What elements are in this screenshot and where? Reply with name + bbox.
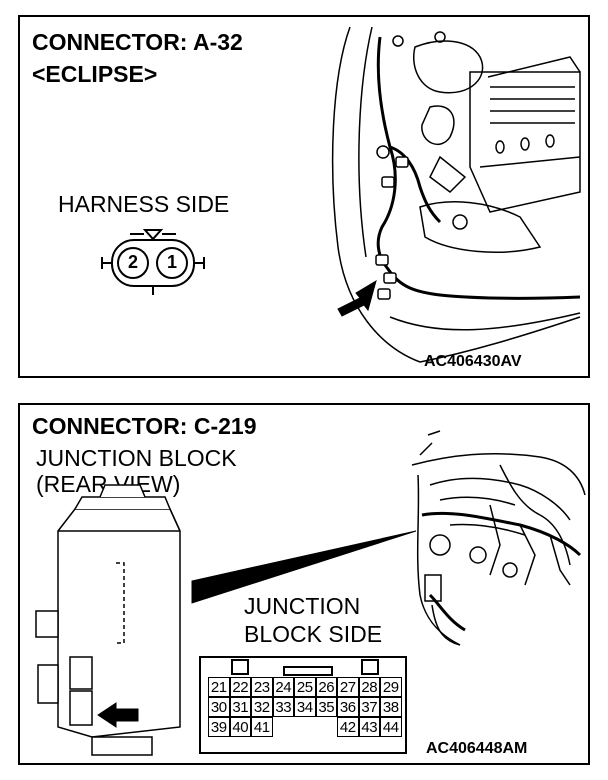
c219-pin-31: 31 [229,697,251,717]
c219-figure-code: AC406448AM [426,740,528,757]
a32-figure-code: AC406430AV [424,353,522,370]
connector-c219-panel: CONNECTOR: C-219 JUNCTION BLOCK (REAR VI… [18,403,590,765]
c219-pin-27: 27 [337,677,359,697]
junction-label: JUNCTION [244,593,361,619]
c219-pin-39: 39 [208,717,230,737]
c219-pin-44: 44 [380,717,402,737]
c219-pin-41: 41 [251,717,273,737]
c219-pin-40: 40 [229,717,251,737]
c219-pin-35: 35 [315,697,337,717]
c219-pin-empty [316,717,338,737]
c219-pin-empty [294,717,316,737]
junction-block-label: JUNCTION BLOCK [36,445,237,471]
c219-pin-28: 28 [358,677,380,697]
c219-pin-33: 33 [272,697,294,717]
a32-pin-2 [117,247,149,279]
c219-pin-29: 29 [380,677,402,697]
connector-a32-panel: CONNECTOR: A-32 <ECLIPSE> HARNESS SIDE 2… [18,15,590,378]
c219-pin-21: 21 [208,677,230,697]
c219-pin-23: 23 [251,677,273,697]
a32-pin-1 [156,247,188,279]
c219-pin-26: 26 [315,677,337,697]
c219-pin-34: 34 [294,697,316,717]
connector-a32-title: CONNECTOR: A-32 [32,29,243,55]
c219-pin-36: 36 [337,697,359,717]
c219-pin-42: 42 [337,717,359,737]
rear-view-label: (REAR VIEW) [36,471,181,497]
c219-pin-37: 37 [358,697,380,717]
junction-block-illustration [35,430,586,756]
c219-pin-22: 22 [229,677,251,697]
a32-pin-1-label: 1 [166,252,177,272]
a32-location-arrow [337,279,377,317]
c219-pin-43: 43 [358,717,380,737]
harness-side-label: HARNESS SIDE [58,191,230,217]
c219-pin-30: 30 [208,697,230,717]
a32-connector-diagram [101,229,205,295]
c219-pin-empty [273,717,295,737]
engine-bay-illustration [331,26,581,363]
c219-pin-38: 38 [380,697,402,717]
c219-location-pointer [191,530,417,604]
c219-pin-25: 25 [294,677,316,697]
c219-pin-32: 32 [251,697,273,717]
block-side-label: BLOCK SIDE [244,621,383,647]
c219-block-arrow [97,702,139,728]
c219-pin-24: 24 [272,677,294,697]
a32-pin-2-label: 2 [127,252,138,272]
connector-a32-subtitle: <ECLIPSE> [32,61,158,87]
connector-c219-title: CONNECTOR: C-219 [32,413,257,439]
